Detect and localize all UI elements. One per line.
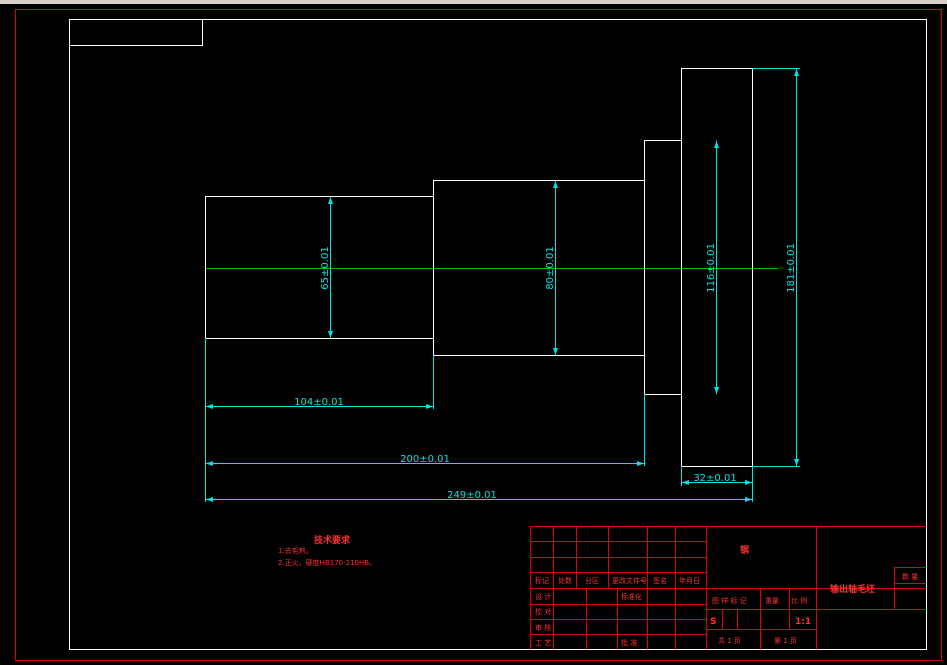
dim-diameter-80: 80±0.01 bbox=[545, 246, 556, 289]
window-top-bar bbox=[0, 0, 947, 4]
scale-value: 1:1 bbox=[795, 617, 811, 627]
shaft-outline bbox=[205, 68, 753, 467]
title-block bbox=[530, 526, 927, 650]
extension-lines bbox=[205, 68, 800, 502]
signoff-review: 审 核 bbox=[535, 623, 551, 632]
rev-header-4: 签名 bbox=[653, 576, 667, 585]
quantity-label: 数 量 bbox=[902, 572, 918, 581]
length-dimensions bbox=[205, 404, 753, 502]
part-name: 输出轴毛坯 bbox=[830, 583, 875, 595]
total-sheets: 共 1 页 bbox=[718, 636, 741, 645]
rev-header-5: 年月日 bbox=[679, 576, 700, 585]
dim-length-104: 104±0.01 bbox=[294, 397, 344, 408]
stage-mark: S bbox=[710, 617, 716, 627]
signoff-design: 设 计 bbox=[535, 592, 551, 601]
rev-header-1: 处数 bbox=[558, 576, 572, 585]
outer-border bbox=[15, 9, 942, 661]
dim-diameter-181: 181±0.01 bbox=[786, 243, 797, 293]
sheet-number: 第 1 页 bbox=[774, 636, 797, 645]
signoff-check: 校 对 bbox=[535, 607, 551, 616]
scale-label: 比 例 bbox=[791, 596, 807, 605]
rev-header-2: 分区 bbox=[585, 576, 599, 585]
rev-header-3: 更改文件号 bbox=[612, 576, 647, 585]
dim-diameter-65: 65±0.01 bbox=[320, 246, 331, 289]
diameter-dimensions bbox=[328, 68, 799, 467]
notes-line-1: 1.去毛刺。 bbox=[278, 546, 313, 555]
shaft-section-3 bbox=[644, 140, 682, 395]
dim-length-200: 200±0.01 bbox=[400, 454, 450, 465]
approve-label: 批 准 bbox=[621, 638, 637, 647]
shaft-section-4 bbox=[681, 68, 753, 467]
material-name: 钢 bbox=[740, 544, 749, 556]
code-box bbox=[69, 19, 203, 46]
inner-frame bbox=[69, 19, 927, 650]
notes-line-2: 2.正火，硬度HB170-210HB。 bbox=[278, 558, 376, 567]
rev-header-0: 标记 bbox=[535, 576, 549, 585]
weight-label: 重量 bbox=[765, 597, 779, 605]
cad-drawing: 65±0.01 80±0.01 116±0.01 181±0.01 104±0.… bbox=[15, 9, 942, 661]
dim-length-249: 249±0.01 bbox=[447, 490, 497, 501]
dim-diameter-116: 116±0.01 bbox=[706, 243, 717, 293]
dim-length-32: 32±0.01 bbox=[693, 473, 736, 484]
stage-labels: 图 样 标 记 bbox=[712, 596, 747, 605]
signoff-process: 工 艺 bbox=[535, 639, 551, 647]
standardization-label: 标准化 bbox=[621, 592, 642, 601]
notes-title: 技术要求 bbox=[314, 534, 351, 546]
